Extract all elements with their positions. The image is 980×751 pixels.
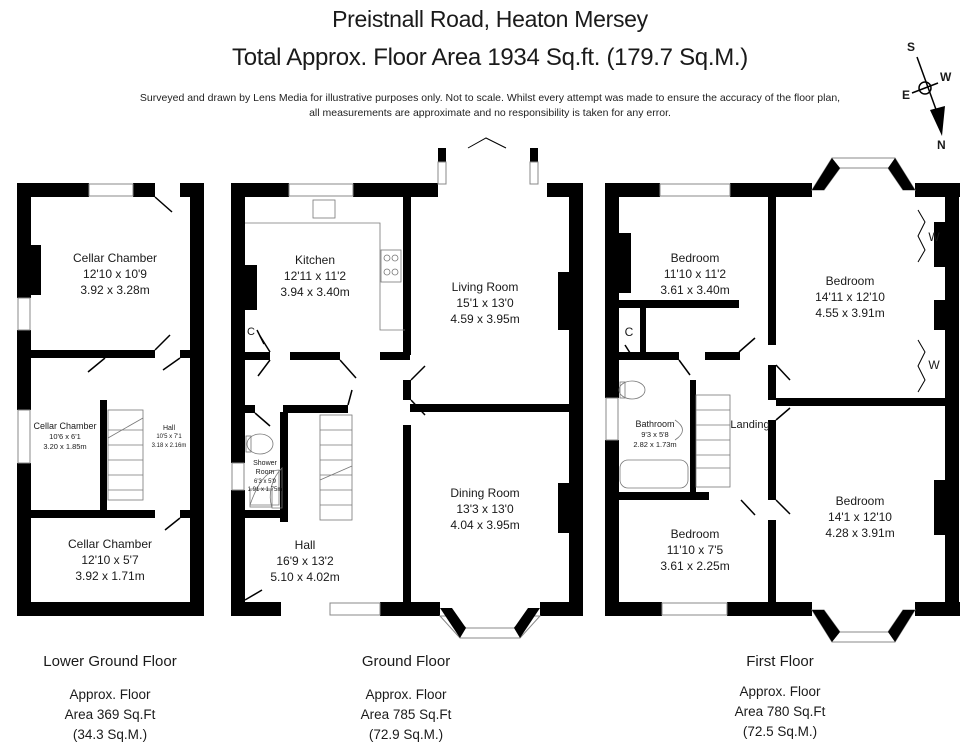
disclaimer-line-1: Surveyed and drawn by Lens Media for ill… (139, 92, 841, 104)
room-bedroom-1: Bedroom 11'10 x 11'2 3.61 x 3.40m (660, 251, 730, 298)
shower-room-fixtures (245, 433, 283, 509)
wardrobe-label-2: W (928, 358, 940, 372)
compass-north-label: N (937, 138, 946, 152)
floor-area-first: Approx. Floor Area 780 Sq.Ft (72.5 Sq.M.… (734, 684, 826, 739)
bathroom-fixtures (618, 380, 689, 489)
compass-south-label: S (907, 40, 916, 54)
floor-name-ground: Ground Floor (361, 653, 451, 670)
floor-name-lower-ground: Lower Ground Floor (43, 653, 177, 670)
room-cellar-chamber-1: Cellar Chamber 12'10 x 10'9 3.92 x 3.28m (72, 251, 158, 298)
room-cellar-chamber-3: Cellar Chamber 12'10 x 5'7 3.92 x 1.71m (67, 537, 153, 584)
plan-title: Preistnall Road, Heaton Mersey (332, 6, 648, 32)
total-floor-area: Total Approx. Floor Area 1934 Sq.ft. (17… (232, 44, 748, 71)
ground-floor-doors (244, 137, 507, 601)
room-landing: Landing (730, 419, 770, 431)
ground-cupboard-label: C (247, 326, 255, 338)
first-floor-doors (624, 209, 926, 516)
first-floor-stairs (695, 394, 731, 488)
lower-ground-stairs (107, 409, 144, 501)
floor-name-first: First Floor (746, 653, 814, 670)
ground-floor-bay-walls (440, 608, 540, 638)
room-ground-hall: Hall 16'9 x 13'2 5.10 x 4.02m (270, 538, 340, 585)
room-bathroom: Bathroom 9'3 x 5'8 2.82 x 1.73m (633, 419, 677, 450)
lower-ground-floor-windows (17, 183, 134, 464)
lower-ground-floor-doors (87, 196, 181, 531)
lower-ground-floor-walls (17, 183, 204, 616)
compass-west-label: W (940, 70, 952, 84)
room-bedroom-2: Bedroom 14'11 x 12'10 4.55 x 3.91m (815, 274, 885, 321)
kitchen-fixtures (245, 199, 405, 331)
disclaimer: Surveyed and drawn by Lens Media for ill… (100, 91, 880, 121)
disclaimer-line-2: all measurements are approximate and no … (309, 107, 671, 119)
room-shower-room: Shower Room 6'3 x 5'9 1.91 x 1.75m (247, 460, 283, 493)
ground-floor-stairs (319, 414, 353, 521)
floor-area-ground: Approx. Floor Area 785 Sq.Ft (72.9 Sq.M.… (360, 687, 452, 742)
wardrobe-label-1: W (928, 230, 940, 244)
first-cupboard-label: C (624, 325, 634, 339)
room-bedroom-4: Bedroom 11'10 x 7'5 3.61 x 2.25m (660, 527, 730, 574)
room-dining-room: Dining Room 13'3 x 13'0 4.04 x 3.95m (450, 486, 520, 533)
ground-floor-walls (231, 148, 583, 616)
room-bedroom-3: Bedroom 14'1 x 12'10 4.28 x 3.91m (825, 494, 895, 541)
first-floor-bay-walls (812, 158, 915, 642)
room-lower-hall: Hall 10'5 x 7'1 3.18 x 2.16m (151, 425, 187, 449)
room-living-room: Living Room 15'1 x 13'0 4.59 x 3.95m (450, 280, 520, 327)
floor-area-lower-ground: Approx. Floor Area 369 Sq.Ft (34.3 Sq.M.… (64, 687, 156, 742)
compass-icon (911, 56, 945, 136)
room-kitchen: Kitchen 12'11 x 11'2 3.94 x 3.40m (280, 253, 350, 300)
compass-east-label: E (902, 88, 911, 102)
room-cellar-chamber-2: Cellar Chamber 10'6 x 6'1 3.20 x 1.85m (33, 421, 97, 452)
first-floor-walls (605, 183, 960, 616)
